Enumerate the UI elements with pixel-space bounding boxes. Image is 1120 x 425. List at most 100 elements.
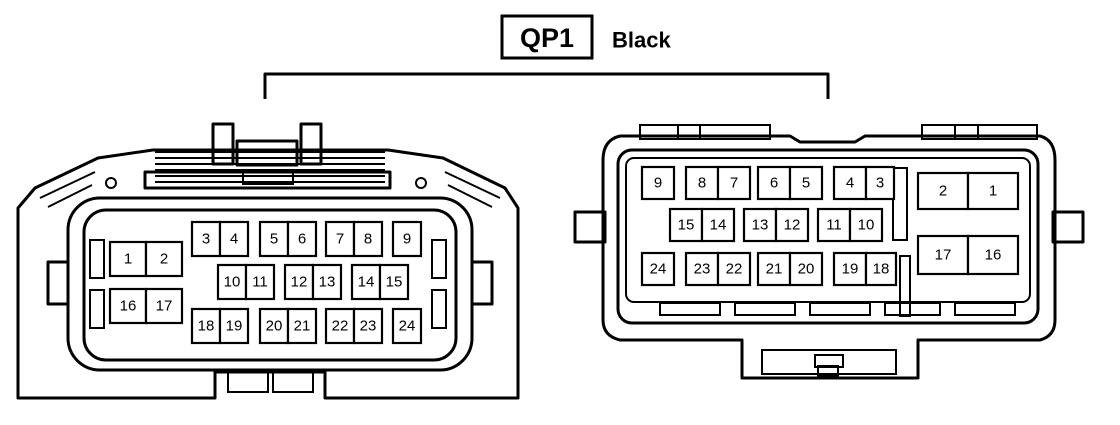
svg-text:13: 13 — [319, 274, 336, 291]
left-pin-13: 13 — [311, 263, 343, 301]
right-pin-6: 6 — [756, 165, 792, 201]
svg-text:14: 14 — [710, 217, 727, 234]
right-pin-3: 3 — [864, 165, 896, 201]
right-top-tab-left — [639, 124, 771, 140]
svg-text:9: 9 — [403, 231, 411, 248]
lock-tab — [242, 171, 294, 185]
svg-text:4: 4 — [846, 175, 854, 192]
svg-text:9: 9 — [654, 175, 662, 192]
svg-text:4: 4 — [230, 231, 238, 248]
right-right-ear — [1051, 210, 1085, 244]
left-pin-18: 18 — [190, 307, 222, 345]
svg-text:7: 7 — [730, 175, 738, 192]
svg-text:3: 3 — [202, 231, 210, 248]
right-guide-key-bottom — [431, 289, 447, 329]
left-pin-3: 3 — [190, 220, 222, 258]
svg-text:1: 1 — [989, 183, 997, 200]
left-pin-20: 20 — [258, 307, 290, 345]
left-pin-2: 2 — [144, 240, 184, 278]
right-pin-24: 24 — [640, 251, 676, 287]
right-pin-9: 9 — [640, 165, 676, 201]
svg-text:22: 22 — [726, 261, 743, 278]
svg-text:5: 5 — [270, 231, 278, 248]
svg-text:16: 16 — [120, 298, 137, 315]
right-pin-11: 11 — [816, 207, 852, 243]
right-pin-1: 1 — [966, 171, 1020, 211]
left-mount-hole — [105, 177, 117, 189]
left-inner-shell — [66, 196, 474, 372]
svg-text:24: 24 — [650, 261, 667, 278]
right-shoulder — [444, 171, 501, 199]
left-pin-10: 10 — [216, 263, 248, 301]
left-pin-11: 11 — [244, 263, 276, 301]
svg-text:21: 21 — [766, 261, 783, 278]
right-bottom-slot-5 — [954, 302, 1016, 316]
svg-text:17: 17 — [156, 298, 173, 315]
right-pin-23: 23 — [684, 251, 720, 287]
right-pin-8: 8 — [684, 165, 720, 201]
svg-text:3: 3 — [876, 175, 884, 192]
hatch-band — [155, 151, 385, 183]
right-pin-20: 20 — [788, 251, 824, 287]
right-bottom-slot-2 — [734, 302, 796, 316]
left-pin-17: 17 — [144, 287, 184, 325]
left-guide-key-bottom — [89, 289, 105, 329]
left-side-bump — [46, 260, 70, 306]
left-pin-9: 9 — [391, 220, 423, 258]
svg-text:20: 20 — [266, 318, 283, 335]
left-pin-16: 16 — [108, 287, 148, 325]
right-pin-16: 16 — [966, 234, 1020, 276]
right-bottom-latch — [761, 349, 897, 375]
svg-text:23: 23 — [694, 261, 711, 278]
right-foot — [272, 371, 314, 393]
right-pin-18: 18 — [864, 251, 898, 287]
left-pin-4: 4 — [218, 220, 250, 258]
svg-text:8: 8 — [698, 175, 706, 192]
left-pin-1: 1 — [108, 240, 148, 278]
right-guide-key-top — [431, 239, 447, 279]
svg-text:2: 2 — [160, 251, 168, 268]
svg-text:10: 10 — [224, 274, 241, 291]
svg-text:13: 13 — [752, 217, 769, 234]
svg-text:2: 2 — [939, 183, 947, 200]
right-pin-10: 10 — [848, 207, 884, 243]
connector-code-box — [500, 14, 594, 60]
right-pin-2: 2 — [916, 171, 970, 211]
svg-text:18: 18 — [198, 318, 215, 335]
svg-text:6: 6 — [298, 231, 306, 248]
left-pin-8: 8 — [352, 220, 384, 258]
right-latch-notch — [817, 365, 839, 377]
right-pin-14: 14 — [700, 207, 736, 243]
left-pin-face — [82, 208, 458, 362]
svg-text:5: 5 — [802, 175, 810, 192]
svg-text:11: 11 — [252, 274, 268, 291]
left-foot — [227, 371, 269, 393]
left-outer-shell — [16, 148, 520, 400]
right-pin-19: 19 — [832, 251, 868, 287]
svg-text:16: 16 — [985, 247, 1002, 264]
svg-text:14: 14 — [358, 274, 375, 291]
right-pin-12: 12 — [774, 207, 810, 243]
svg-text:10: 10 — [858, 217, 875, 234]
left-pin-24: 24 — [391, 307, 423, 345]
svg-text:7: 7 — [336, 231, 344, 248]
svg-text:1: 1 — [124, 251, 132, 268]
connector-title: QP1 Black — [500, 14, 671, 60]
left-pin-7: 7 — [324, 220, 356, 258]
connector-left-housing — [16, 122, 520, 400]
connector-right-housing — [573, 124, 1085, 380]
svg-text:21: 21 — [294, 318, 311, 335]
left-shoulder-inner — [47, 184, 93, 208]
left-pin-19: 19 — [218, 307, 250, 345]
connector-color-label: Black — [612, 28, 671, 53]
right-pin-13: 13 — [742, 207, 778, 243]
right-pin-5: 5 — [788, 165, 824, 201]
svg-text:6: 6 — [770, 175, 778, 192]
right-left-ear — [573, 210, 607, 244]
svg-text:22: 22 — [332, 318, 349, 335]
svg-text:24: 24 — [399, 318, 416, 335]
left-pin-22: 22 — [324, 307, 356, 345]
connector-left-pins: 1 2 16 17 3 4 5 6 7 8 9 10 11 12 13 14 1… — [108, 220, 423, 345]
